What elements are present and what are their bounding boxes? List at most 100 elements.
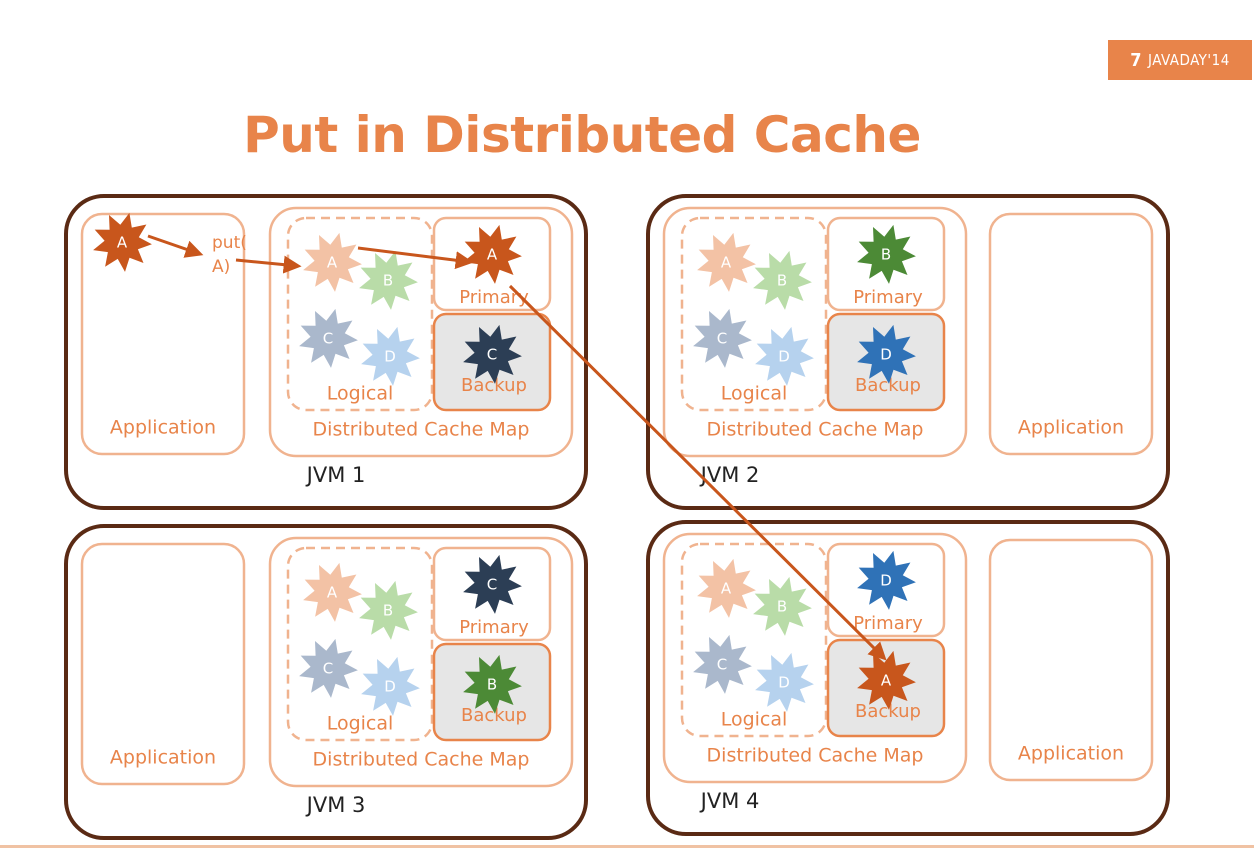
logical-entry-d: D [361, 326, 420, 386]
star-label: C [717, 330, 727, 348]
backup-entry: A [857, 650, 916, 710]
logical-group [680, 216, 828, 412]
star-label: A [117, 234, 128, 252]
primary-label: Primary [459, 617, 529, 638]
star-label: B [777, 598, 787, 616]
star-shape-icon [93, 212, 152, 272]
logical-group [286, 546, 434, 742]
star-label: B [487, 676, 497, 694]
star-shape-icon [697, 232, 756, 292]
primary-entry: B [857, 224, 916, 284]
cache-map-label: Distributed Cache Map [313, 749, 530, 771]
star-label: C [717, 656, 727, 674]
star-label: D [778, 674, 790, 692]
star-shape-icon [693, 634, 752, 694]
star-label: D [880, 572, 892, 590]
star-label: B [383, 602, 393, 620]
put-label-line2: A) [212, 257, 230, 277]
star-shape-icon [755, 326, 814, 386]
primary-entry: A [463, 224, 522, 284]
backup-label: Backup [461, 705, 527, 726]
backup-entry: B [463, 654, 522, 714]
star-shape-icon [693, 308, 752, 368]
backup-entry: C [463, 324, 522, 384]
star-label: B [383, 272, 393, 290]
star-shape-icon [361, 656, 420, 716]
logical-entry-a: A [303, 562, 362, 622]
star-shape-icon [299, 638, 358, 698]
star-label: A [327, 584, 338, 602]
primary-entry: C [463, 554, 522, 614]
backup-label: Backup [855, 701, 921, 722]
backup-label: Backup [855, 375, 921, 396]
logical-entry-d: D [361, 656, 420, 716]
arrow-logical-to-primary [357, 246, 474, 270]
logical-label: Logical [327, 713, 394, 735]
arrow-client-to-put [147, 234, 204, 258]
logical-label: Logical [327, 383, 394, 405]
star-shape-icon [361, 326, 420, 386]
logical-entry-d: D [755, 326, 814, 386]
logical-entry-b: B [753, 250, 812, 310]
jvm-box [64, 524, 588, 840]
cache-map-box [268, 536, 574, 788]
logical-entry-a: A [303, 232, 362, 292]
star-label: C [487, 576, 497, 594]
badge-text: JAVADAY'14 [1147, 51, 1230, 69]
primary-entry: D [857, 550, 916, 610]
star-shape-icon [303, 562, 362, 622]
star-label: C [323, 330, 333, 348]
logical-entry-b: B [753, 576, 812, 636]
star-label: D [778, 348, 790, 366]
star-label: D [384, 348, 396, 366]
jvm-box [646, 194, 1170, 510]
star-shape-icon [463, 654, 522, 714]
star-shape-icon [857, 224, 916, 284]
star-label: B [777, 272, 787, 290]
primary-label: Primary [459, 287, 529, 308]
logical-entry-c: C [299, 638, 358, 698]
star-label: A [721, 254, 732, 272]
logical-entry-c: C [693, 308, 752, 368]
star-shape-icon [753, 250, 812, 310]
application-label: Application [1018, 743, 1124, 765]
logical-entry-a: A [697, 558, 756, 618]
jvm-name: JVM 4 [699, 789, 760, 813]
logical-group [286, 216, 434, 412]
page-title: Put in Distributed Cache [243, 106, 921, 164]
footer-rule [0, 845, 1254, 848]
javaday-badge: 7 JAVADAY'14 [1108, 40, 1252, 80]
star-label: D [384, 678, 396, 696]
cache-map-box [268, 206, 574, 458]
arrow-put-to-logical [235, 255, 302, 274]
star-label: A [881, 672, 892, 690]
primary-label: Primary [853, 287, 923, 308]
application-box [80, 212, 246, 456]
star-shape-icon [359, 580, 418, 640]
star-shape-icon [755, 652, 814, 712]
arrow-primary-to-backup [508, 284, 887, 661]
backup-label: Backup [461, 375, 527, 396]
star-label: A [721, 580, 732, 598]
cache-map-box [662, 206, 968, 458]
logical-entry-c: C [693, 634, 752, 694]
star-label: D [880, 346, 892, 364]
cache-map-label: Distributed Cache Map [707, 419, 924, 441]
cache-map-label: Distributed Cache Map [313, 419, 530, 441]
logical-entry-b: B [359, 250, 418, 310]
star-shape-icon [753, 576, 812, 636]
logical-entry-d: D [755, 652, 814, 712]
star-label: A [327, 254, 338, 272]
jvm-box [64, 194, 588, 510]
jvm-name: JVM 3 [305, 793, 366, 817]
logical-group [680, 542, 828, 738]
logical-entry-c: C [299, 308, 358, 368]
star-label: C [323, 660, 333, 678]
star-shape-icon [303, 232, 362, 292]
star-shape-icon [463, 324, 522, 384]
application-box [988, 212, 1154, 456]
application-box [988, 538, 1154, 782]
client-entry-a: A [93, 212, 152, 272]
backup-entry: D [857, 324, 916, 384]
